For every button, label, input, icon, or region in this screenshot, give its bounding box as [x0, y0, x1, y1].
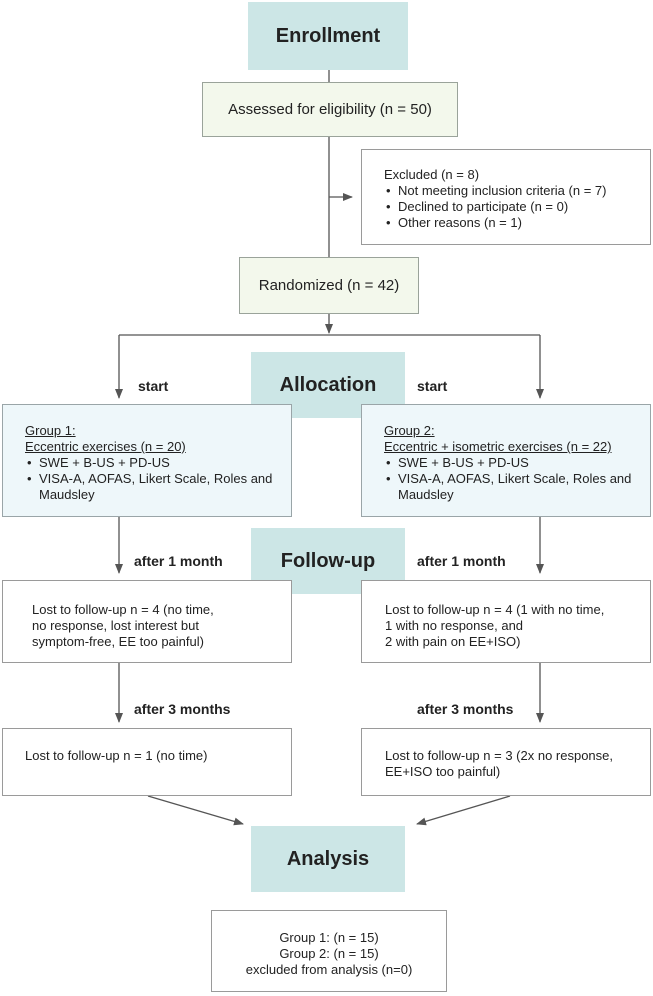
group2-lost-month3-line: Lost to follow-up n = 3 (2x no response,	[385, 748, 613, 763]
group1-after3-label: after 3 months	[134, 701, 231, 717]
randomized-box: Randomized (n = 42)	[239, 257, 419, 314]
analysis-result-box: Group 1: (n = 15) Group 2: (n = 15) excl…	[211, 910, 447, 992]
group1-lost-month1-line: symptom-free, EE too painful)	[32, 634, 204, 649]
group2-name: Group 2:	[384, 423, 435, 438]
group1-lost-month1-box: Lost to follow-up n = 4 (no time, no res…	[2, 580, 292, 663]
assessed-eligibility-text: Assessed for eligibility (n = 50)	[228, 100, 432, 118]
group1-lost-month1-line: Lost to follow-up n = 4 (no time,	[32, 602, 214, 617]
group1-name: Group 1:	[25, 423, 76, 438]
group2-measure-item: SWE + B-US + PD-US	[384, 455, 642, 471]
group1-after1-label: after 1 month	[134, 553, 223, 569]
stage-enrollment: Enrollment	[248, 2, 408, 70]
group2-after3-label: after 3 months	[417, 701, 514, 717]
group2-measure-item: VISA-A, AOFAS, Likert Scale, Roles and M…	[384, 471, 642, 503]
stage-analysis: Analysis	[251, 826, 405, 892]
group1-measure-item: VISA-A, AOFAS, Likert Scale, Roles and M…	[25, 471, 283, 503]
group2-measures: SWE + B-US + PD-US VISA-A, AOFAS, Likert…	[384, 455, 642, 503]
analysis-line: Group 2: (n = 15)	[279, 946, 379, 961]
group2-lost-month1-line: Lost to follow-up n = 4 (1 with no time,	[385, 602, 605, 617]
group1-box: Group 1: Eccentric exercises (n = 20) SW…	[2, 404, 292, 517]
group2-analysis-arrow	[416, 795, 511, 826]
group2-start-label: start	[417, 378, 448, 394]
excluded-box: Excluded (n = 8) Not meeting inclusion c…	[361, 149, 651, 245]
group1-analysis-arrow	[147, 795, 244, 826]
excluded-title: Excluded (n = 8)	[384, 167, 480, 182]
group1-measures: SWE + B-US + PD-US VISA-A, AOFAS, Likert…	[25, 455, 283, 503]
group2-lost-month1-line: 2 with pain on EE+ISO)	[385, 634, 521, 649]
excluded-item: Declined to participate (n = 0)	[384, 199, 650, 215]
group1-arm: Eccentric exercises (n = 20)	[25, 439, 186, 454]
group1-lost-month1-line: no response, lost interest but	[32, 618, 199, 633]
excluded-list: Not meeting inclusion criteria (n = 7) D…	[384, 183, 650, 231]
group2-arm: Eccentric + isometric exercises (n = 22)	[384, 439, 612, 454]
group2-lost-month3-line: EE+ISO too painful)	[385, 764, 501, 779]
excluded-item: Other reasons (n = 1)	[384, 215, 650, 231]
group2-lost-month3-box: Lost to follow-up n = 3 (2x no response,…	[361, 728, 651, 796]
excluded-item: Not meeting inclusion criteria (n = 7)	[384, 183, 650, 199]
analysis-line: Group 1: (n = 15)	[279, 930, 379, 945]
group1-lost-month3-line: Lost to follow-up n = 1 (no time)	[25, 748, 208, 763]
group1-measure-item: SWE + B-US + PD-US	[25, 455, 283, 471]
group1-start-label: start	[138, 378, 169, 394]
analysis-line: excluded from analysis (n=0)	[245, 962, 413, 977]
assessed-eligibility-box: Assessed for eligibility (n = 50)	[202, 82, 458, 137]
group2-lost-month1-line: 1 with no response, and	[385, 618, 524, 633]
group2-lost-month1-box: Lost to follow-up n = 4 (1 with no time,…	[361, 580, 651, 663]
group2-box: Group 2: Eccentric + isometric exercises…	[361, 404, 651, 517]
group2-after1-label: after 1 month	[417, 553, 506, 569]
randomized-text: Randomized (n = 42)	[258, 276, 400, 294]
group1-lost-month3-box: Lost to follow-up n = 1 (no time)	[2, 728, 292, 796]
